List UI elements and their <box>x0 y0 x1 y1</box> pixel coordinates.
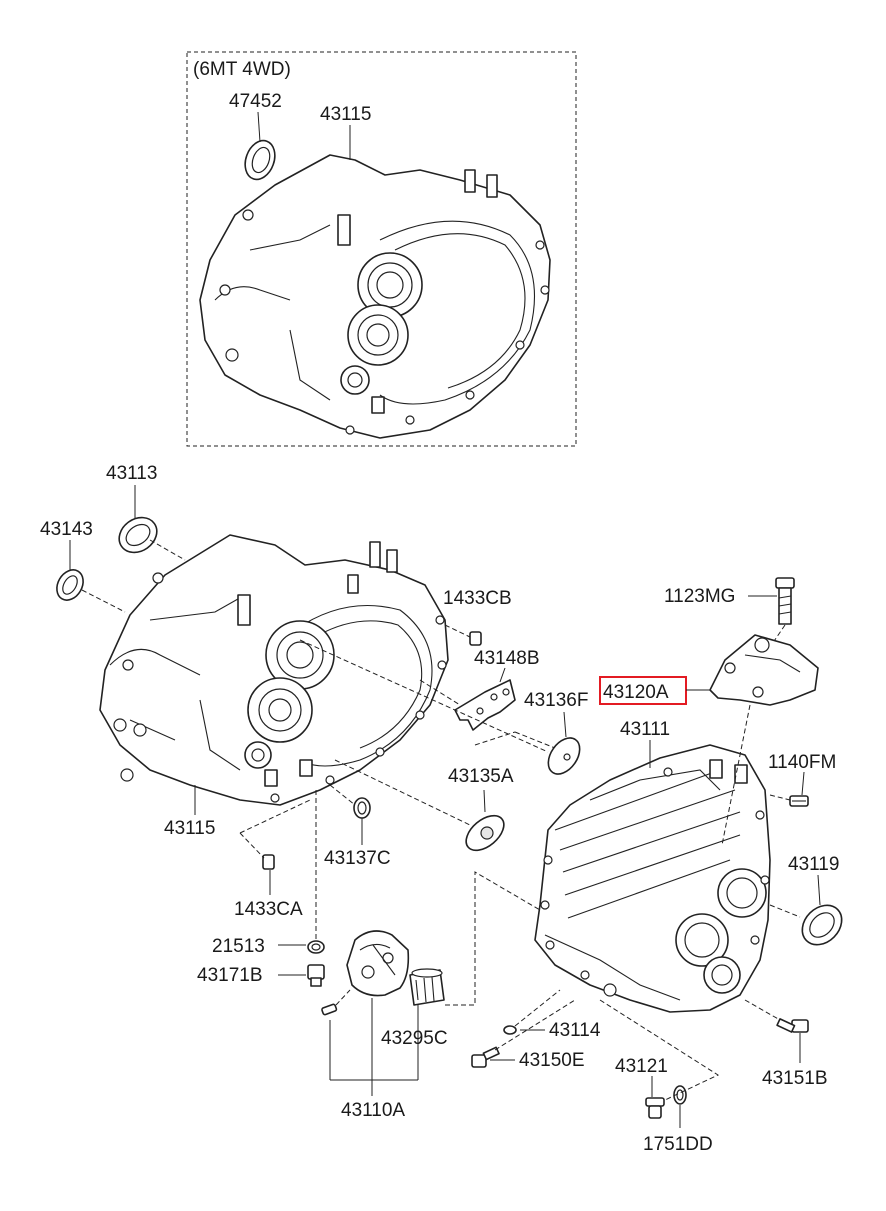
part-label-43150E: 43150E <box>519 1050 585 1071</box>
bracket-43148B[interactable] <box>454 679 516 731</box>
part-label-43151B: 43151B <box>762 1068 828 1089</box>
part-label-43115-4wd: 43115 <box>320 104 371 125</box>
pin-43110A[interactable] <box>321 989 351 1016</box>
part-label-21513: 21513 <box>212 936 265 957</box>
part-label-43137C: 43137C <box>324 848 391 869</box>
part-label-43110A: 43110A <box>341 1100 405 1121</box>
bolt-43150E[interactable] <box>471 1046 500 1068</box>
dowel-pin-1433CA[interactable] <box>262 854 275 870</box>
part-label-43148B: 43148B <box>474 648 540 669</box>
part-label-1140FM: 1140FM <box>768 752 836 773</box>
bracket-43120A[interactable] <box>709 634 819 706</box>
drain-plug-43121[interactable] <box>645 1097 665 1119</box>
bolt-43151B[interactable] <box>776 1018 809 1033</box>
clutch-housing-4wd[interactable] <box>199 154 551 439</box>
seal-43137C[interactable] <box>353 797 371 819</box>
part-label-1751DD: 1751DD <box>643 1134 713 1155</box>
part-label-43135A: 43135A <box>448 766 514 787</box>
part-label-43171B: 43171B <box>197 965 263 986</box>
clutch-housing[interactable] <box>99 534 449 806</box>
part-label-47452: 47452 <box>229 91 282 112</box>
shim-43136F[interactable] <box>542 732 586 780</box>
variant-label: (6MT 4WD) <box>193 59 291 80</box>
dowel-pin-1433CB[interactable] <box>469 631 482 646</box>
seal-43143[interactable] <box>52 565 89 605</box>
plug-43171B[interactable] <box>307 964 325 987</box>
seal-43119[interactable] <box>794 897 849 952</box>
part-label-1123MG: 1123MG <box>664 586 735 607</box>
part-label-1433CA: 1433CA <box>234 899 303 920</box>
bolt-1123MG[interactable] <box>775 577 795 625</box>
part-label-43120A: 43120A <box>603 682 669 703</box>
part-label-43295C: 43295C <box>381 1028 448 1049</box>
seal-43113[interactable] <box>112 510 163 559</box>
part-label-43121: 43121 <box>615 1056 668 1077</box>
part-label-43113: 43113 <box>106 463 157 484</box>
washer-21513[interactable] <box>307 940 325 954</box>
variant-box: (6MT 4WD) <box>186 51 577 447</box>
part-label-1433CB: 1433CB <box>443 588 512 609</box>
bolt-1140FM[interactable] <box>789 795 809 807</box>
part-label-43114: 43114 <box>549 1020 601 1041</box>
bearing-retainer-43110A[interactable] <box>346 930 410 997</box>
washer-43114[interactable] <box>503 1025 517 1035</box>
part-label-43143: 43143 <box>40 519 93 540</box>
part-label-43136F: 43136F <box>524 690 588 711</box>
bearing-43295C[interactable] <box>409 968 445 1006</box>
transmission-case[interactable] <box>534 744 771 1013</box>
part-label-43115: 43115 <box>164 818 215 839</box>
seal-47452[interactable] <box>240 136 280 183</box>
part-label-43111: 43111 <box>620 719 670 740</box>
shim-43135A[interactable] <box>460 809 510 857</box>
part-label-43119: 43119 <box>788 854 839 875</box>
